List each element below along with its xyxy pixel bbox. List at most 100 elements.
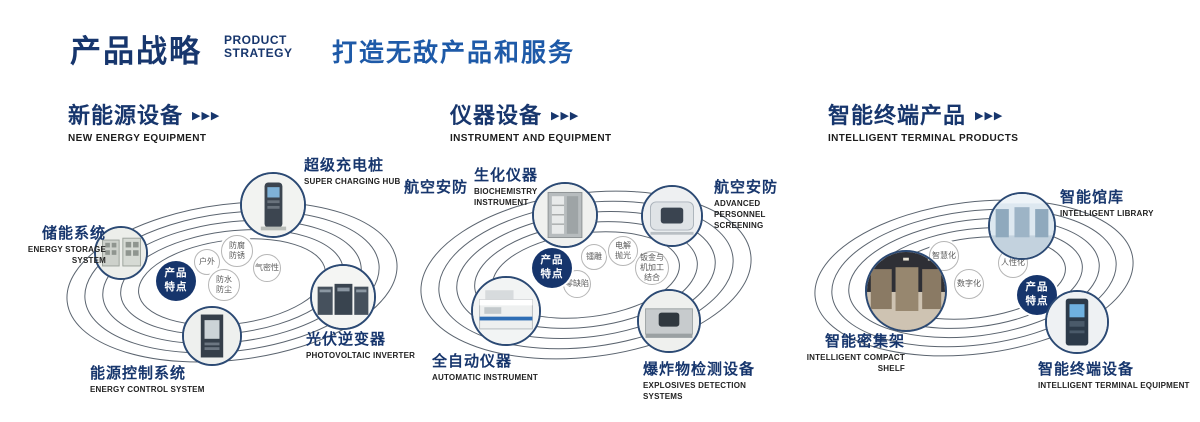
photovoltaic-inverter-photo xyxy=(312,266,374,328)
product-name: 光伏逆变器 xyxy=(306,331,387,348)
feature-text: 抛光 xyxy=(615,251,631,260)
product-name-en: ADVANCED PERSONNEL SCREENING xyxy=(714,199,766,230)
product-label-super-charging: 超级充电桩 SUPER CHARGING HUB xyxy=(304,154,416,188)
product-name: 航空安防 xyxy=(714,179,779,196)
product-name: 生化仪器 xyxy=(474,167,539,184)
page-title-en-line1: PRODUCT xyxy=(224,33,287,47)
super-charging-hub-photo xyxy=(242,174,304,236)
product-circle-super-charging xyxy=(240,172,306,238)
product-name: 能源控制系统 xyxy=(90,365,187,382)
feature-text: 防腐 xyxy=(229,241,245,251)
product-name: 爆炸物检测设备 xyxy=(643,361,756,378)
feature-bubble-digital: 数字化 xyxy=(954,269,984,299)
product-name: 智能馆库 xyxy=(1060,189,1125,206)
page-title-en-line2: STRATEGY xyxy=(224,46,293,61)
feature-text: 智慧化 xyxy=(932,251,956,261)
product-label-explosives-detection: 爆炸物检测设备 EXPLOSIVES DETECTION SYSTEMS xyxy=(643,358,788,403)
feature-bubble-waterproof: 防水 防尘 xyxy=(208,269,240,301)
badge-line: 特点 xyxy=(1025,295,1049,307)
feature-bubble-sheet-metal: 钣金与 机加工 结合 xyxy=(635,251,669,285)
feature-bubble-electropolishing: 电解 抛光 xyxy=(608,236,638,266)
product-name-en: AUTOMATIC INSTRUMENT xyxy=(432,373,538,382)
product-name-en: INTELLIGENT COMPACT SHELF xyxy=(806,353,905,373)
product-name-en: EXPLOSIVES DETECTION SYSTEMS xyxy=(643,381,747,401)
triple-arrow-icon: ▶▶▶ xyxy=(192,110,221,122)
product-feature-badge: 产品 特点 xyxy=(532,248,572,288)
badge-line: 特点 xyxy=(540,268,564,280)
product-circle-intelligent-library xyxy=(988,192,1056,260)
product-name: 超级充电桩 xyxy=(304,157,385,174)
feature-text: 防锈 xyxy=(229,251,245,260)
biochemistry-instrument-photo xyxy=(534,184,596,246)
product-label-energy-control: 能源控制系统 ENERGY CONTROL SYSTEM xyxy=(90,362,214,396)
product-name-en: ENERGY CONTROL SYSTEM xyxy=(90,385,205,394)
product-circle-biochemistry xyxy=(532,182,598,248)
product-label-automatic-instrument: 全自动仪器 AUTOMATIC INSTRUMENT xyxy=(432,350,556,384)
personnel-screening-photo xyxy=(643,187,701,245)
page-title-en: PRODUCT STRATEGY xyxy=(224,33,293,61)
product-circle-explosives-detection xyxy=(637,289,701,353)
feature-text: 数字化 xyxy=(957,279,981,289)
intelligent-library-photo xyxy=(990,194,1054,258)
product-name-en: ENERGY STORAGE SYSTEM xyxy=(27,245,106,265)
feature-text: 防尘 xyxy=(216,285,232,294)
product-name-en: SUPER CHARGING HUB xyxy=(304,177,401,186)
badge-line: 产品 xyxy=(540,254,564,267)
feature-text: 镭雕 xyxy=(586,252,602,262)
product-name-en: PHOTOVOLTAIC INVERTER xyxy=(306,351,416,360)
feature-text: 户外 xyxy=(199,257,215,267)
feature-bubble-anticorrosion: 防腐 防锈 xyxy=(221,235,253,267)
product-name-en: BIOCHEMISTRY INSTRUMENT xyxy=(474,187,538,207)
product-circle-energy-storage xyxy=(94,226,148,280)
feature-text: 电解 xyxy=(615,241,631,251)
page-title: 产品战略 xyxy=(70,34,202,69)
feature-text: 结合 xyxy=(644,272,660,282)
section-subtitle: NEW ENERGY EQUIPMENT xyxy=(68,133,207,144)
product-feature-badge: 产品 特点 xyxy=(156,261,196,301)
product-name: 智能终端设备 xyxy=(1038,361,1135,378)
label-aviation-security: 航空安防 xyxy=(404,179,469,196)
intelligent-terminal-photo xyxy=(1047,292,1107,352)
feature-text: 机加工 xyxy=(640,263,664,273)
feature-text: 气密性 xyxy=(255,263,279,273)
product-label-pv-inverter: 光伏逆变器 PHOTOVOLTAIC INVERTER xyxy=(306,328,418,362)
energy-control-system-photo xyxy=(184,308,240,364)
product-circle-compact-shelf xyxy=(865,250,947,332)
product-name-en: INTELLIGENT TERMINAL EQUIPMENT xyxy=(1038,381,1190,390)
product-label-energy-storage: 储能系统 ENERGY STORAGE SYSTEM xyxy=(16,222,106,267)
product-label-intelligent-terminal: 智能终端设备 INTELLIGENT TERMINAL EQUIPMENT xyxy=(1038,358,1193,392)
section-header-intelligent-terminal: 智能终端产品 ▶▶▶ INTELLIGENT TERMINAL PRODUCTS xyxy=(828,98,1018,144)
section-subtitle: INTELLIGENT TERMINAL PRODUCTS xyxy=(828,133,1019,144)
triple-arrow-icon: ▶▶▶ xyxy=(551,110,580,122)
feature-text: 钣金与 xyxy=(640,253,664,263)
explosives-detection-photo xyxy=(639,291,699,351)
product-name-en: INTELLIGENT LIBRARY xyxy=(1060,209,1154,218)
product-label-compact-shelf: 智能密集架 INTELLIGENT COMPACT SHELF xyxy=(800,330,905,375)
section-subtitle: INSTRUMENT AND EQUIPMENT xyxy=(450,133,612,144)
automatic-instrument-photo xyxy=(473,278,539,344)
product-label-personnel-screening: 航空安防 ADVANCED PERSONNEL SCREENING xyxy=(714,176,814,231)
badge-line: 特点 xyxy=(164,281,188,293)
feature-text: 人性化 xyxy=(1001,258,1025,268)
product-circle-personnel-screening xyxy=(641,185,703,247)
section-title: 智能终端产品 xyxy=(828,103,967,128)
feature-text: 防水 xyxy=(216,275,232,285)
product-circle-energy-control xyxy=(182,306,242,366)
badge-line: 产品 xyxy=(1025,281,1049,294)
section-header-instrument: 仪器设备 ▶▶▶ INSTRUMENT AND EQUIPMENT xyxy=(450,98,611,144)
badge-line: 产品 xyxy=(164,267,188,280)
compact-shelf-photo xyxy=(867,252,945,330)
feature-bubble-airtight: 气密性 xyxy=(253,254,281,282)
product-label-biochemistry: 生化仪器 BIOCHEMISTRY INSTRUMENT xyxy=(474,164,560,209)
tagline: 打造无敌产品和服务 xyxy=(332,39,576,67)
product-feature-badge: 产品 特点 xyxy=(1017,275,1057,315)
product-name: 储能系统 xyxy=(41,225,106,242)
section-title: 仪器设备 xyxy=(450,103,543,128)
product-label-intelligent-library: 智能馆库 INTELLIGENT LIBRARY xyxy=(1060,186,1170,220)
section-header-new-energy: 新能源设备 ▶▶▶ NEW ENERGY EQUIPMENT xyxy=(68,98,220,144)
product-circle-intelligent-terminal xyxy=(1045,290,1109,354)
product-circle-automatic-instrument xyxy=(471,276,541,346)
feature-text: 零缺陷 xyxy=(565,279,589,289)
section-title: 新能源设备 xyxy=(68,103,184,128)
